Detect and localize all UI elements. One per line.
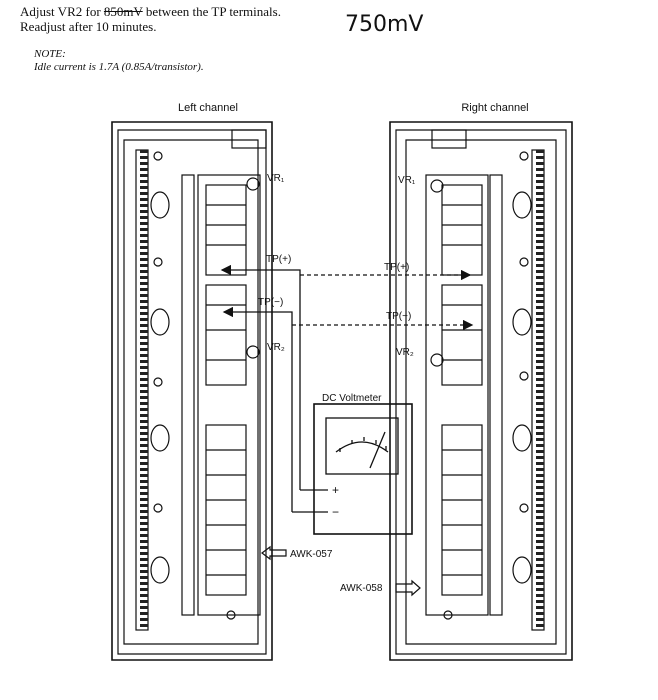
left-vr2-label: VR₂ [267,342,285,353]
struck-value: 850mV [103,4,143,19]
awk058-arrow-icon [395,579,421,597]
left-vr2-trimmer [246,345,260,359]
probe-wires [220,264,474,513]
instruction-text: Adjust VR2 for 850mV between the TP term… [20,4,281,34]
right-channel-unit [389,121,573,661]
right-vr1-label: VR₁ [398,175,416,186]
board-left-label: AWK-057 [290,549,333,560]
right-vr1-trimmer [430,179,444,193]
right-tp-minus-label: TP(−) [386,311,411,322]
instruction-line-1: Adjust VR2 for 850mV between the TP term… [20,4,281,19]
left-channel-label: Left channel [178,102,238,114]
instruction-prefix: Adjust VR2 for [20,4,104,19]
note-body: Idle current is 1.7A (0.85A/transistor). [34,61,204,73]
awk057-arrow-icon [261,545,287,561]
right-channel-label: Right channel [461,102,528,114]
left-tp-minus-label: TP(−) [258,297,283,308]
meter-label: DC Voltmeter [322,393,382,404]
instruction-suffix: between the TP terminals. [142,4,281,19]
note-block: NOTE: Idle current is 1.7A (0.85A/transi… [34,48,204,74]
left-vr1-trimmer [246,177,260,191]
board-right-label: AWK-058 [340,583,383,594]
left-tp-plus-wire [220,264,301,490]
right-vr2-label: VR₂ [396,347,414,358]
left-tp-plus-label: TP(+) [266,254,291,265]
meter-needle [369,431,386,469]
handwritten-correction: 750mV [345,12,424,37]
left-tp-minus-wire [222,306,293,512]
left-vr1-label: VR₁ [267,173,285,184]
instruction-line-2: Readjust after 10 minutes. [20,19,157,34]
dc-voltmeter [313,403,413,535]
meter-minus-terminal: − [332,505,339,519]
left-channel-unit [111,121,273,661]
right-tp-plus-label: TP(+) [384,262,409,273]
note-heading: NOTE: [34,48,66,60]
right-vr2-trimmer [430,353,444,367]
meter-plus-terminal: + [332,483,339,497]
